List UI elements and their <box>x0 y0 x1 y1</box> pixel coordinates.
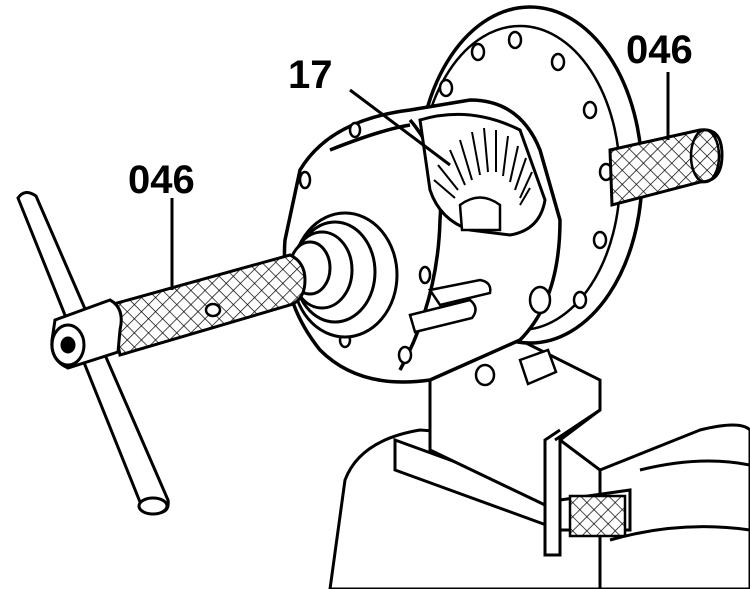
callout-17: 17 <box>288 53 333 97</box>
t-handle <box>16 191 170 516</box>
mounting-bracket <box>428 338 602 557</box>
leader-lines <box>170 72 670 290</box>
left-spindle <box>108 253 307 357</box>
bearing-collar <box>288 211 399 339</box>
right-spindle <box>608 128 724 207</box>
callout-046-right: 046 <box>626 28 693 72</box>
callout-046-left: 046 <box>128 158 195 202</box>
leader-line-17 <box>349 88 451 167</box>
